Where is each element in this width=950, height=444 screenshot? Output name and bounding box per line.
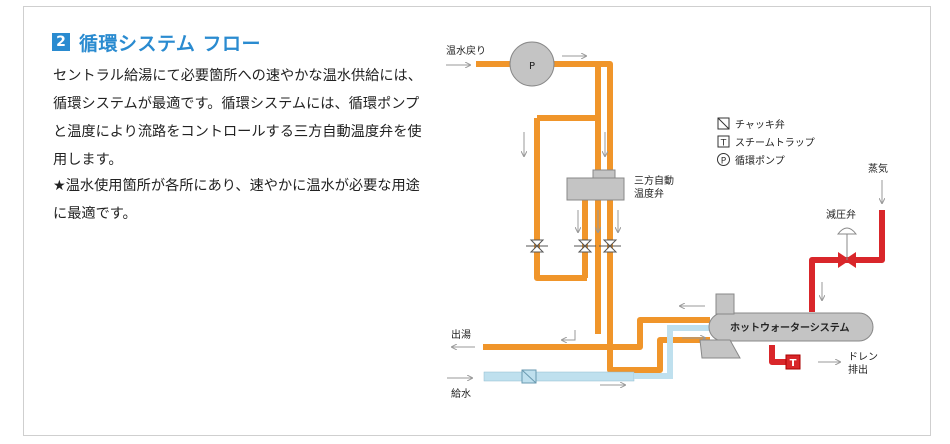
drain-label-2: 排出 bbox=[848, 363, 868, 376]
content-frame bbox=[23, 6, 931, 436]
section-title: 循環システム フロー bbox=[79, 32, 262, 55]
check-valves bbox=[526, 239, 621, 253]
pump-label: P bbox=[529, 61, 535, 72]
steam-trap-icon bbox=[717, 135, 730, 148]
legend-pump: P 循環ポンプ bbox=[717, 153, 785, 167]
three-way-valve-label-1: 三方自動 bbox=[634, 174, 674, 187]
svg-text:T: T bbox=[790, 358, 797, 369]
return-water-label: 温水戻り bbox=[446, 44, 486, 57]
circulation-pump: P bbox=[509, 41, 555, 87]
legend-check-valve-label: チャッキ弁 bbox=[735, 118, 785, 131]
supply-hot-pipe bbox=[607, 334, 710, 373]
description-text: セントラル給湯にて必要箇所への速やかな温水供給には、循環システムが最適です。循環… bbox=[53, 68, 422, 168]
steam-trap: T bbox=[785, 354, 801, 370]
hot-water-system-label: ホットウォーターシステム bbox=[730, 322, 850, 334]
section-heading: 2 循環システム フロー bbox=[52, 30, 262, 55]
hot-water-out-label: 出湯 bbox=[451, 328, 471, 341]
check-valve-icon bbox=[574, 239, 596, 253]
legend-pump-label: 循環ポンプ bbox=[735, 154, 785, 167]
three-way-temperature-valve bbox=[566, 169, 625, 201]
flow-arrows bbox=[446, 56, 882, 385]
pressure-reducing-valve bbox=[836, 227, 858, 268]
bypass-loop-pipe bbox=[534, 118, 587, 281]
cold-water-pipe bbox=[483, 325, 712, 384]
check-valve-icon bbox=[599, 239, 621, 253]
three-way-valve-label-2: 温度弁 bbox=[634, 187, 664, 200]
steam-label: 蒸気 bbox=[868, 162, 888, 175]
main-outlet-pipe bbox=[483, 317, 710, 350]
pump-icon bbox=[717, 153, 730, 166]
check-valve-icon bbox=[526, 239, 548, 253]
legend-steam-trap: T スチームトラップ bbox=[717, 135, 815, 149]
note-text: ★温水使用箇所が各所にあり、速やかに温水が必要な用途に最適です。 bbox=[53, 178, 420, 222]
reducing-valve-label: 減圧弁 bbox=[826, 208, 856, 221]
hot-water-pipes bbox=[476, 61, 710, 373]
pump-discharge-pipe bbox=[555, 61, 613, 170]
svg-text:T: T bbox=[720, 139, 727, 149]
legend: チャッキ弁 T スチームトラップ P 循環ポンプ bbox=[717, 117, 815, 167]
drain-label-1: ドレン bbox=[848, 352, 878, 363]
svg-text:P: P bbox=[721, 157, 727, 167]
hot-water-system-unit: ホットウォーターシステム bbox=[699, 293, 874, 359]
section-number-badge: 2 bbox=[52, 33, 70, 51]
water-supply-label: 給水 bbox=[451, 387, 471, 400]
legend-steam-trap-label: スチームトラップ bbox=[735, 137, 815, 149]
legend-check-valve: チャッキ弁 bbox=[717, 117, 785, 131]
